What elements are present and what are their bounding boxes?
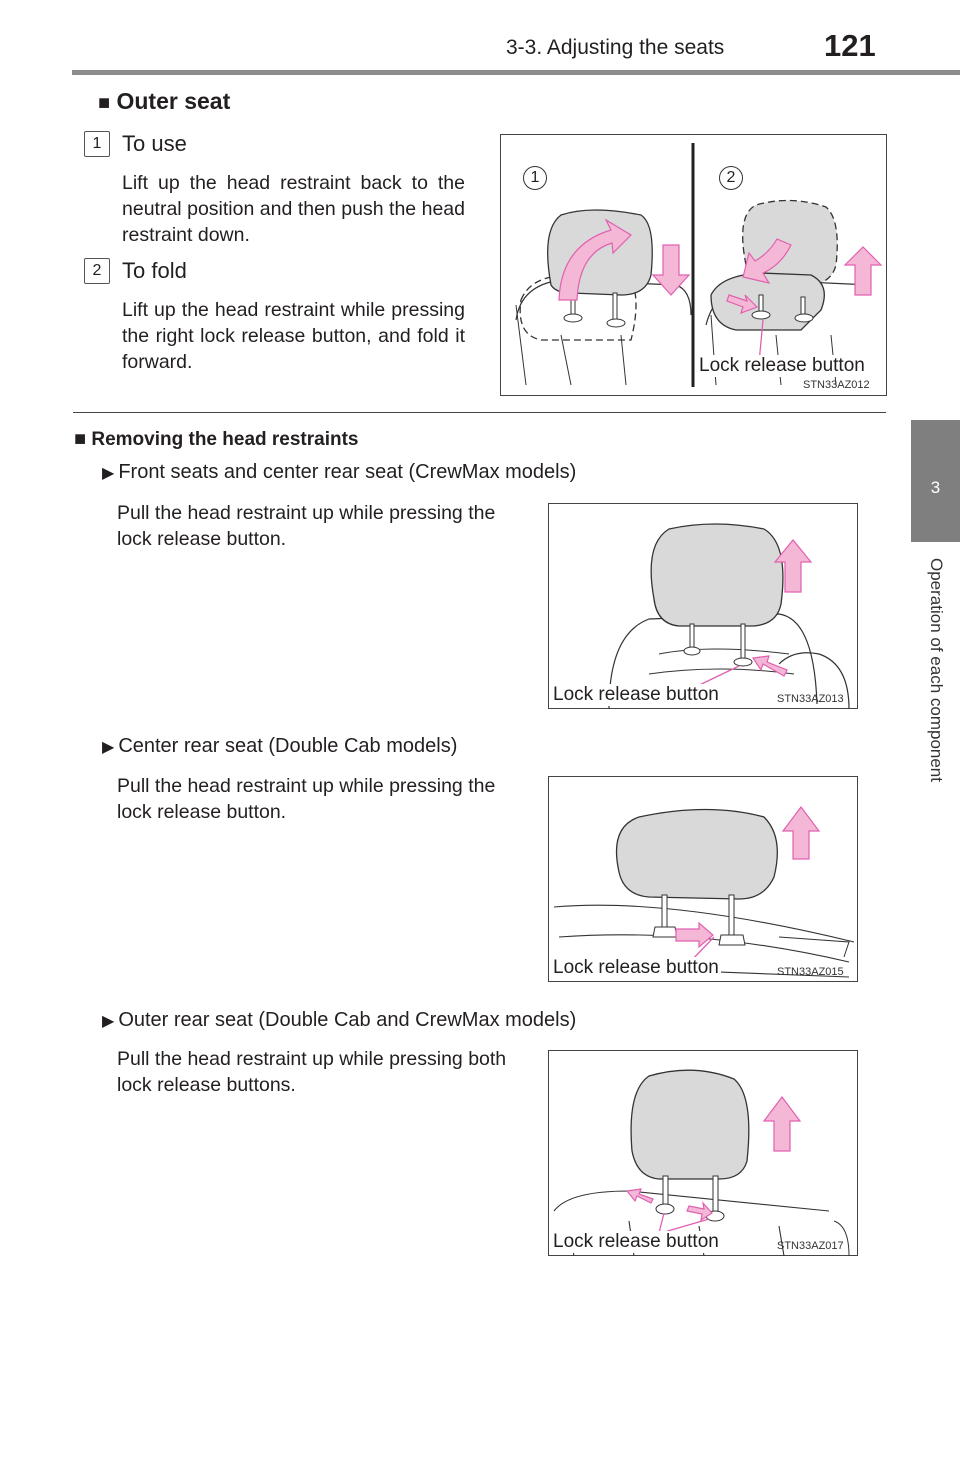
figure-code: STN33AZ015 bbox=[777, 966, 844, 978]
chapter-tab: 3 Operation of each component bbox=[911, 420, 960, 920]
item-1-text: Pull the head restraint up while pressin… bbox=[117, 502, 496, 550]
section-heading: 3-3. Adjusting the seats bbox=[506, 36, 725, 59]
figure-code: STN33AZ012 bbox=[803, 379, 870, 391]
chapter-number: 3 bbox=[930, 478, 941, 497]
center-rear-seat-illustration bbox=[553, 806, 855, 978]
lock-release-button-label: Lock release button bbox=[697, 355, 867, 377]
step-1-title: To use bbox=[122, 131, 187, 156]
chapter-title: Operation of each component bbox=[927, 558, 946, 782]
outer-seat-title: Outer seat bbox=[116, 88, 231, 114]
figure-step-1-marker: 1 bbox=[523, 166, 547, 190]
outer-seat-heading: ■ Outer seat bbox=[98, 88, 230, 115]
item-3-text: Pull the head restraint up while pressin… bbox=[117, 1048, 507, 1096]
triangle-marker-icon: ▶ bbox=[102, 739, 115, 756]
figure-outer-seat: 1 2 Lock release button STN33AZ012 bbox=[500, 134, 887, 396]
figure-code: STN33AZ013 bbox=[777, 693, 844, 705]
section-divider bbox=[73, 412, 886, 413]
triangle-marker-icon: ▶ bbox=[102, 465, 115, 482]
item-2-title: Center rear seat (Double Cab models) bbox=[118, 735, 458, 757]
item-3-heading: ▶Outer rear seat (Double Cab and CrewMax… bbox=[102, 1009, 576, 1032]
figure-front-seat: Lock release button STN33AZ013 bbox=[548, 503, 858, 710]
square-bullet-icon: ■ bbox=[98, 92, 111, 114]
removing-title: Removing the head restraints bbox=[91, 429, 359, 450]
page-number: 121 bbox=[824, 28, 876, 63]
lock-release-button-label: Lock release button bbox=[551, 684, 721, 706]
chapter-tab-block: 3 bbox=[911, 420, 960, 542]
figure-center-rear-seat: Lock release button STN33AZ015 bbox=[548, 776, 858, 982]
step-2-number: 2 bbox=[84, 258, 110, 284]
item-3-title: Outer rear seat (Double Cab and CrewMax … bbox=[118, 1009, 577, 1031]
step-2-text: Lift up the head restraint while pressin… bbox=[122, 299, 465, 373]
front-seat-illustration bbox=[608, 523, 850, 710]
step-2-title: To fold bbox=[122, 258, 187, 283]
outer-seat-illustration bbox=[515, 143, 883, 387]
item-2-heading: ▶Center rear seat (Double Cab models) bbox=[102, 735, 457, 758]
item-1-title: Front seats and center rear seat (CrewMa… bbox=[118, 461, 577, 483]
lock-release-button-label: Lock release button bbox=[551, 1231, 721, 1253]
header-rule bbox=[72, 70, 960, 75]
figure-code: STN33AZ017 bbox=[777, 1240, 844, 1252]
item-2-text: Pull the head restraint up while pressin… bbox=[117, 775, 496, 823]
lock-release-button-label: Lock release button bbox=[551, 957, 721, 979]
item-1-heading: ▶Front seats and center rear seat (CrewM… bbox=[102, 461, 576, 484]
step-1-text: Lift up the head restraint back to the n… bbox=[122, 172, 465, 246]
step-1-number: 1 bbox=[84, 131, 110, 157]
figure-step-2-marker: 2 bbox=[719, 166, 743, 190]
figure-outer-rear-seat: Lock release button STN33AZ017 bbox=[548, 1050, 858, 1257]
square-bullet-icon: ■ bbox=[74, 428, 87, 450]
triangle-marker-icon: ▶ bbox=[102, 1013, 115, 1030]
removing-heading: ■ Removing the head restraints bbox=[74, 428, 359, 451]
outer-rear-seat-illustration bbox=[553, 1069, 850, 1257]
